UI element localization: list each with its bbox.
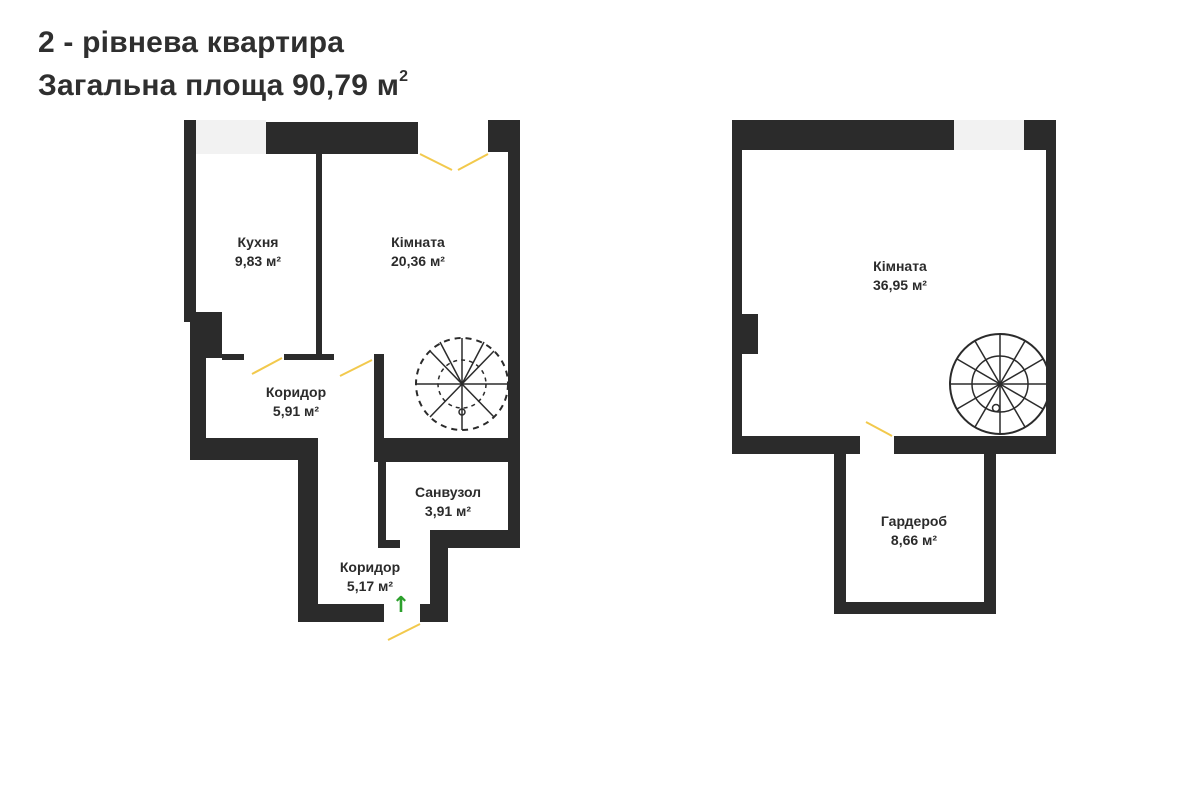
room-living: Кімната 20,36 м² [391, 234, 445, 269]
page-title: 2 - рівнева квартира [38, 26, 344, 60]
wall [190, 312, 206, 460]
room-door [339, 359, 373, 377]
wall [834, 602, 996, 614]
total-area: Загальна площа 90,79 м2 [38, 68, 408, 103]
spiral-stair-lower [415, 337, 509, 431]
wall [374, 354, 384, 438]
wall [742, 314, 758, 354]
room-bathroom: Санвузол 3,91 м² [415, 484, 481, 519]
room-wardrobe: Гардероб 8,66 м² [881, 513, 948, 548]
wall [266, 122, 418, 154]
wall [374, 438, 520, 462]
room-upper-living: Кімната 36,95 м² [873, 258, 927, 293]
stair-treads [416, 338, 508, 430]
room-area-corridor-2: 5,17 м² [347, 578, 393, 594]
room-corridor-1: Коридор 5,91 м² [266, 384, 326, 419]
room-label-kitchen: Кухня [238, 234, 279, 250]
room-area-bathroom: 3,91 м² [425, 503, 471, 519]
stair-center [458, 408, 466, 416]
balcony-door-right [457, 153, 489, 171]
title-text: 2 - рівнева квартира [38, 26, 345, 59]
wall [284, 354, 334, 360]
stair-center [991, 403, 1001, 413]
wall [984, 436, 996, 614]
window [954, 120, 1024, 150]
room-area-wardrobe: 8,66 м² [891, 532, 937, 548]
wall [430, 530, 520, 548]
wall [378, 462, 386, 546]
wall [298, 604, 384, 622]
wall [430, 530, 448, 622]
wall [488, 120, 496, 152]
wardrobe-door [865, 421, 893, 437]
wall [732, 436, 860, 454]
total-area-text: Загальна площа 90,79 м [38, 69, 400, 102]
wall [834, 436, 846, 614]
window [196, 120, 266, 154]
wall [894, 436, 1056, 454]
room-area-upper-living: 36,95 м² [873, 277, 927, 293]
wall [732, 120, 742, 454]
room-label-corridor-2: Коридор [340, 559, 400, 575]
wall [508, 152, 520, 548]
entrance-door [387, 623, 421, 641]
level-2-plan: Кімната 36,95 м² Гардероб 8,66 м² [732, 120, 1056, 614]
entrance-arrow-icon: ↑ [392, 593, 410, 618]
wall [222, 354, 244, 360]
wall [190, 438, 318, 460]
wall [316, 154, 322, 356]
room-label-corridor-1: Коридор [266, 384, 326, 400]
wall [298, 438, 318, 622]
room-area-living: 20,36 м² [391, 253, 445, 269]
room-label-wardrobe: Гардероб [881, 513, 948, 529]
wall [378, 540, 400, 548]
level-1-walls [184, 120, 520, 622]
room-corridor-2: Коридор 5,17 м² [340, 559, 400, 594]
room-area-kitchen: 9,83 м² [235, 253, 281, 269]
total-area-sup: 2 [399, 68, 409, 85]
room-label-upper-living: Кімната [873, 258, 927, 274]
wall [184, 120, 196, 322]
level-2-walls [732, 120, 1056, 614]
balcony-door-left [419, 153, 453, 171]
kitchen-door [251, 357, 283, 375]
wall [732, 120, 954, 150]
wall [1046, 120, 1056, 454]
level-1-doors [251, 153, 489, 641]
room-label-living: Кімната [391, 234, 445, 250]
stair-treads [950, 334, 1050, 434]
room-kitchen: Кухня 9,83 м² [235, 234, 281, 269]
spiral-stair-upper [949, 333, 1051, 435]
room-label-bathroom: Санвузол [415, 484, 481, 500]
level-1-plan: Кухня 9,83 м² Кімната 20,36 м² Коридор 5… [184, 120, 520, 641]
room-area-corridor-1: 5,91 м² [273, 403, 319, 419]
